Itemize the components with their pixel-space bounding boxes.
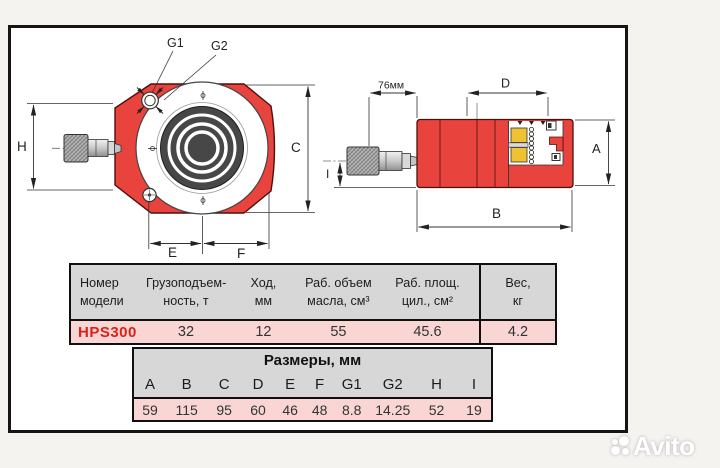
threaded-port-hole [136,87,164,114]
size-value-a: 59 [142,401,158,418]
size-value-i: 19 [466,401,482,418]
dimension-label-g2: G2 [211,39,228,53]
spring-coils [529,127,535,165]
avito-watermark: Avito [611,426,717,466]
piston-rod [508,142,529,148]
dimension-i [334,162,416,188]
dimension-label-e: E [168,245,177,260]
spec-col-model: Номер модели [80,275,124,308]
side-view-drawing: 76мм D A B I [323,77,615,232]
dimension-label-c: C [291,140,301,155]
spec-table-header: Номер модели Грузоподъем- ность, т Ход, … [71,265,555,319]
dimension-d [466,90,549,116]
spec-col-stroke: Ход, мм [250,275,277,308]
size-col-b: B [181,376,192,393]
body-section-edges [439,120,496,187]
size-value-b: 115 [175,401,198,418]
saddle-details [546,120,564,161]
size-col-g2: G2 [382,376,403,393]
cutaway-section [508,120,564,187]
watermark-brand-text: Avito [633,431,695,461]
spec-table-row: HPS300 32 12 55 45.6 4.2 [71,319,555,343]
avito-logo-icon [611,436,630,456]
dimension-label-f: F [237,246,245,261]
size-value-e: 46 [282,401,298,418]
size-col-c: C [218,376,230,393]
size-col-d: D [252,376,264,393]
dimension-label-g1: G1 [167,36,184,50]
size-table-header: A B C D E F G1 G2 H I [134,372,491,397]
size-value-h: 52 [428,401,445,418]
dimension-b [416,190,573,232]
spec-col-cyl-area: Раб. площ. цил., см² [395,275,460,308]
size-col-g1: G1 [341,376,362,393]
spec-col-capacity: Грузоподъем- ность, т [146,275,227,308]
spec-col-weight: Вес, кг [478,265,555,319]
size-table-row: 59 115 95 60 46 48 8.8 14.25 52 19 [134,397,491,420]
dimension-label-h: H [17,139,27,154]
size-col-f: F [315,376,325,393]
size-col-e: E [285,376,296,393]
size-value-g2: 14.25 [375,401,411,418]
size-col-a: A [145,376,156,393]
spec-value-oil-volume: 55 [330,324,347,340]
spec-col-oil-volume: Раб. объем масла, см³ [305,275,372,308]
spec-value-weight: 4.2 [478,321,555,343]
spec-value-cyl-area: 45.6 [413,324,442,340]
size-value-c: 95 [216,401,232,418]
size-table: Размеры, мм A B C D E F G1 G2 H I 59 115… [132,347,493,422]
dimension-e-f [148,193,270,254]
dimension-h [27,103,113,191]
dimension-a [575,119,615,186]
spec-table: Номер модели Грузоподъем- ность, т Ход, … [69,263,557,345]
dimension-label-76mm: 76мм [378,80,404,92]
thread-marks [517,121,546,125]
dimension-label-i: I [326,167,329,181]
mounting-hole [142,187,157,203]
piston-rings [160,106,244,190]
piston-seal-upper [510,127,528,143]
spec-value-model: HPS300 [78,323,137,341]
spec-value-capacity: 32 [177,324,195,340]
size-value-g1: 8.8 [341,401,362,418]
front-view-drawing: H C E F G1 G2 [17,36,315,261]
spec-value-stroke: 12 [255,324,272,340]
size-value-f: 48 [311,401,328,418]
hydraulic-coupler-side [346,146,418,176]
dimension-76mm [368,90,418,146]
callout-leaders-g1-g2 [151,50,217,101]
size-value-d: 60 [250,401,266,418]
flange-bolt-holes [148,91,206,205]
size-table-title: Размеры, мм [263,352,362,369]
dimension-label-b: B [492,206,501,221]
size-col-i: I [471,376,477,393]
dimension-label-d: D [501,77,510,91]
piston-seal-lower [510,147,528,163]
dimension-c [246,84,315,213]
size-col-h: H [431,376,442,393]
dimension-label-a: A [592,141,601,156]
hydraulic-coupler-front [52,134,124,163]
